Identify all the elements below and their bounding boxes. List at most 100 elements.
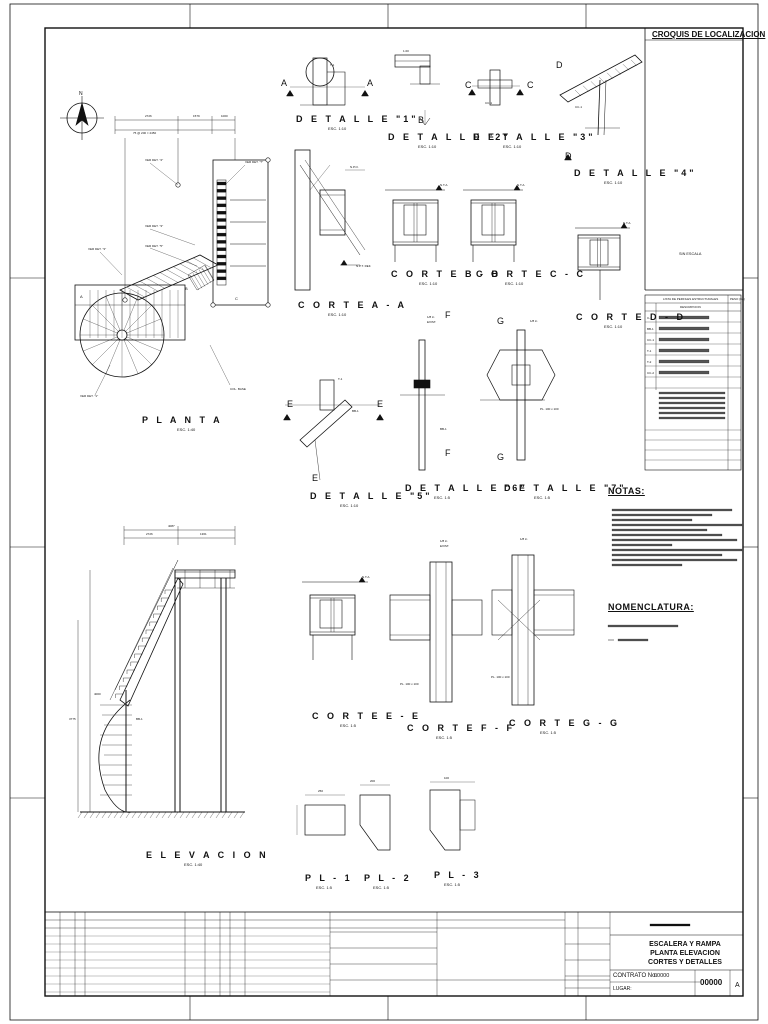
- detalle1-scale: ESC. 1:10: [328, 126, 347, 131]
- corte-ee-title: C O R T E E - E: [312, 711, 422, 721]
- notas-heading: NOTAS:: [608, 486, 645, 496]
- svg-text:CC-1: CC-1: [575, 105, 582, 109]
- north-arrow-icon: N: [60, 91, 104, 140]
- svg-text:1/8 in: 1/8 in: [520, 537, 528, 541]
- svg-text:PL. 100 x 100: PL. 100 x 100: [400, 682, 419, 686]
- section-mark-c-right: C: [527, 80, 534, 90]
- section-mark-e-left: E: [287, 399, 294, 409]
- svg-text:N.T.A.: N.T.A.: [517, 183, 525, 187]
- svg-text:T-1: T-1: [330, 63, 335, 67]
- detalle2-drawing: 1.00: [394, 49, 440, 126]
- corte-cc-title: C O R T E C - C: [476, 269, 586, 279]
- svg-text:VER DET. "7": VER DET. "7": [245, 160, 263, 164]
- section-mark-d-bottom: D: [565, 151, 572, 161]
- planta-title: P L A N T A: [142, 415, 223, 425]
- svg-text:1361: 1361: [200, 532, 207, 536]
- pl1-drawing: 250: [296, 789, 346, 836]
- section-mark-b: B: [418, 115, 425, 125]
- notas-list: [611, 508, 743, 567]
- elevacion-scale: ESC. 1:40: [184, 862, 203, 867]
- contract-number: 00000: [654, 973, 670, 979]
- corte-bb-title: C O R T E B - B: [391, 269, 501, 279]
- corte-aa-drawing: N.P.O. N.P.T. REF.: [294, 149, 371, 291]
- svg-text:1/8 in: 1/8 in: [427, 315, 435, 319]
- section-mark-e-bottom: E: [312, 473, 319, 483]
- detalle5-scale: ESC. 1:10: [340, 503, 359, 508]
- svg-text:C: C: [235, 296, 238, 301]
- svg-text:VER DET. "3": VER DET. "3": [145, 224, 163, 228]
- svg-text:4000: 4000: [94, 692, 101, 696]
- detalle3-scale: ESC. 1:10: [503, 144, 522, 149]
- svg-text:B: B: [185, 286, 188, 291]
- svg-text:250: 250: [318, 789, 323, 793]
- svg-text:VER DET. "5": VER DET. "5": [145, 244, 163, 248]
- svg-text:CC-1: CC-1: [485, 101, 492, 105]
- project-title-line-2: PLANTA ELEVACION: [650, 950, 720, 957]
- detalle4-drawing: CC-1: [559, 54, 643, 161]
- corte-aa-title: C O R T E A - A: [298, 300, 407, 310]
- pl3-scale: ESC. 1:5: [444, 882, 461, 887]
- svg-text:EXIST.: EXIST.: [427, 320, 436, 324]
- localization-caption: SIN ESCALA: [679, 252, 702, 256]
- detalle7-scale: ESC. 1:5: [534, 495, 551, 500]
- project-title-line-3: CORTES Y DETALLES: [648, 959, 722, 966]
- section-mark-f-bottom: F: [445, 448, 451, 458]
- corte-aa-scale: ESC. 1:10: [328, 312, 347, 317]
- svg-text:3775: 3775: [69, 717, 76, 721]
- elevacion-title: E L E V A C I O N: [146, 850, 269, 860]
- title-block: [44, 911, 744, 997]
- section-mark-e-right: E: [377, 399, 384, 409]
- svg-text:LISTA DE PERFILES ESTRUCTURALE: LISTA DE PERFILES ESTRUCTURALES: [663, 297, 718, 301]
- svg-text:VER DET. "4": VER DET. "4": [145, 158, 163, 162]
- corte-gg-scale: ESC. 1:5: [540, 730, 557, 735]
- section-mark-a-left: A: [281, 78, 288, 88]
- nomenclatura-heading: NOMENCLATURA:: [608, 602, 694, 612]
- section-mark-a-right: A: [367, 78, 374, 88]
- svg-text:N.P.T. REF.: N.P.T. REF.: [356, 264, 371, 268]
- svg-text:N.P.O.: N.P.O.: [350, 165, 359, 169]
- svg-text:CC-2: CC-2: [647, 371, 654, 375]
- pl2-scale: ESC. 1:5: [373, 885, 390, 890]
- pl1-scale: ESC. 1:5: [316, 885, 333, 890]
- svg-text:N.T.A.: N.T.A.: [440, 183, 448, 187]
- sheet-frame: [9, 3, 759, 1021]
- section-mark-c-left: C: [465, 80, 472, 90]
- svg-text:BB-1: BB-1: [136, 717, 143, 721]
- svg-text:2726: 2726: [146, 532, 153, 536]
- svg-text:T-1: T-1: [647, 349, 652, 353]
- contract-label: CONTRATO No.: [613, 973, 658, 979]
- section-mark-f-top: F: [445, 310, 451, 320]
- section-mark-g-top: G: [497, 316, 505, 326]
- pl1-title: P L - 1: [305, 873, 353, 883]
- svg-text:100: 100: [444, 776, 449, 780]
- svg-text:C-1: C-1: [647, 316, 652, 320]
- svg-text:BB-1: BB-1: [352, 409, 359, 413]
- svg-text:A: A: [80, 294, 83, 299]
- sheet-number: 00000: [700, 978, 723, 987]
- svg-text:1.00: 1.00: [403, 49, 409, 53]
- svg-text:T-1: T-1: [338, 377, 343, 381]
- detalle6-scale: ESC. 1:5: [434, 495, 451, 500]
- localization-title: CROQUIS DE LOCALIZACION: [652, 30, 766, 39]
- pl2-title: P L - 2: [364, 873, 412, 883]
- corte-ff-scale: ESC. 1:5: [436, 735, 453, 740]
- svg-text:N.T.A.: N.T.A.: [362, 575, 370, 579]
- project-title-line-1: ESCALERA Y RAMPA: [649, 941, 721, 948]
- localization-sketch-box: [644, 28, 743, 291]
- pl3-title: P L - 3: [434, 870, 482, 880]
- svg-text:75 @ 200 = 2450: 75 @ 200 = 2450: [133, 131, 156, 135]
- pl2-drawing: 200: [359, 779, 391, 851]
- svg-text:4087: 4087: [168, 524, 175, 528]
- lugar-label: LUGAR:: [613, 986, 632, 992]
- detalle7-title: D E T A L L E "7": [504, 483, 627, 493]
- svg-text:T-2: T-2: [647, 360, 652, 364]
- svg-text:DESCRIPCION: DESCRIPCION: [680, 305, 701, 309]
